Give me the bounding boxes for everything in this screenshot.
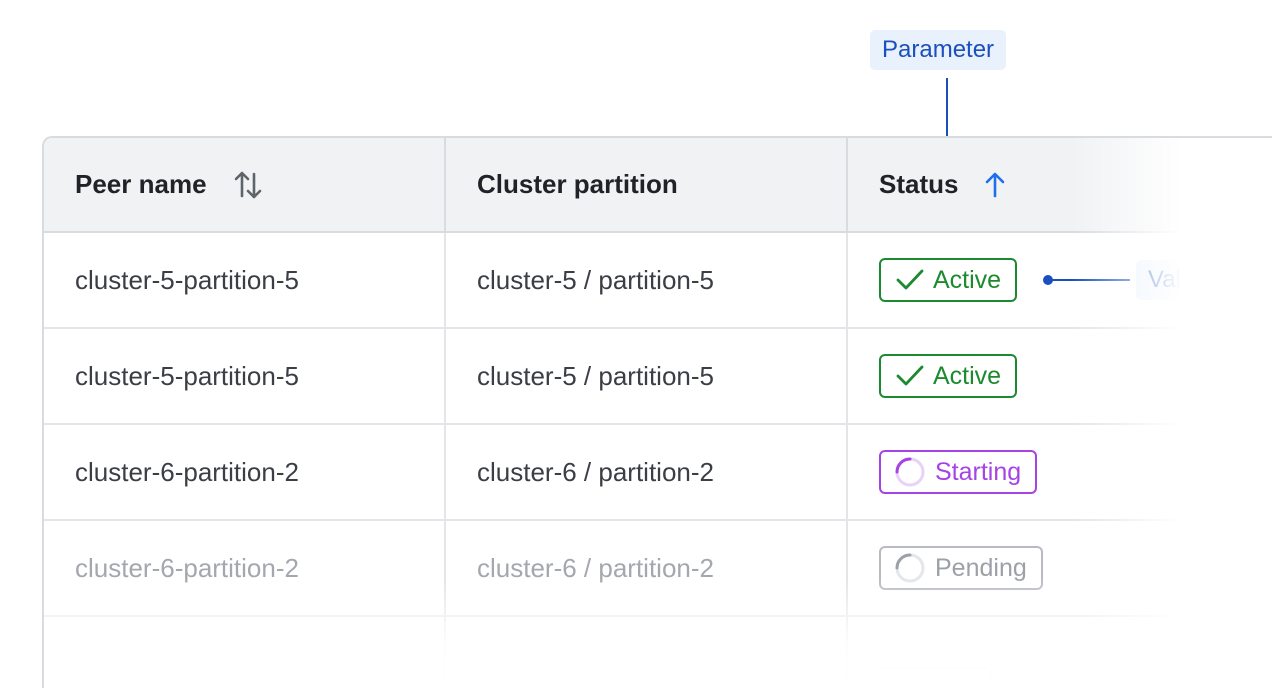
- status-badge: Pending: [879, 546, 1043, 590]
- peer-name-cell: cluster-6-partition-2: [44, 425, 446, 519]
- cluster-partition-cell: cluster-5 / partition-5: [446, 233, 848, 327]
- peers-table: Peer name Cluster partition Status clust…: [42, 136, 1272, 688]
- table-row[interactable]: cluster-5-partition-5 cluster-5 / partit…: [44, 329, 1272, 425]
- peer-name-cell: [44, 617, 446, 688]
- column-header-label: Status: [879, 169, 959, 199]
- status-badge-label: Active: [933, 265, 1002, 294]
- status-cell: Active: [848, 233, 1272, 327]
- table-row[interactable]: cluster-6-partition-2 cluster-6 / partit…: [44, 425, 1272, 521]
- table-row[interactable]: cluster-6-partition-2 cluster-6 / partit…: [44, 521, 1272, 617]
- check-icon: [896, 269, 924, 290]
- table-header-row: Peer name Cluster partition Status: [44, 138, 1272, 233]
- arrow-up-icon[interactable]: [982, 168, 1008, 202]
- cluster-partition-cell: cluster-6 / partition-2: [446, 425, 848, 519]
- column-header-peer-name[interactable]: Peer name: [44, 138, 446, 231]
- column-header-label: Cluster partition: [477, 169, 678, 199]
- table-row[interactable]: cluster-5-partition-5 cluster-5 / partit…: [44, 233, 1272, 329]
- cluster-partition-cell: cluster-6 / partition-2: [446, 521, 848, 615]
- peer-name-cell: cluster-5-partition-5: [44, 233, 446, 327]
- status-badge: Starting: [879, 450, 1038, 494]
- parameter-leader-line: [946, 78, 948, 158]
- parameter-callout: Parameter: [870, 30, 1007, 70]
- column-header-status[interactable]: Status: [848, 138, 1272, 231]
- status-cell: Pending: [848, 521, 1272, 615]
- status-badge-label: Active: [933, 361, 1002, 390]
- cluster-partition-cell: cluster-5 / partition-5: [446, 329, 848, 423]
- peer-name-cell: cluster-5-partition-5: [44, 329, 446, 423]
- check-icon: [896, 365, 924, 386]
- peer-name-cell: cluster-6-partition-2: [44, 521, 446, 615]
- cluster-partition-cell: [446, 617, 848, 688]
- column-header-label: Peer name: [75, 169, 207, 199]
- status-cell: Active: [848, 329, 1272, 423]
- sort-bidirectional-icon[interactable]: [233, 168, 263, 202]
- status-badge: Active: [879, 354, 1018, 398]
- table-row-partial: [44, 617, 1272, 688]
- spinner-icon: [895, 553, 925, 583]
- spinner-icon: [895, 457, 925, 487]
- status-badge: [879, 667, 991, 688]
- status-badge: Active: [879, 258, 1018, 302]
- status-cell: [848, 617, 1272, 688]
- column-header-cluster-partition[interactable]: Cluster partition: [446, 138, 848, 231]
- status-badge-label: Pending: [935, 553, 1027, 582]
- status-badge-label: Starting: [935, 457, 1022, 486]
- status-cell: Starting: [848, 425, 1272, 519]
- value-leader-dot: [1043, 275, 1053, 285]
